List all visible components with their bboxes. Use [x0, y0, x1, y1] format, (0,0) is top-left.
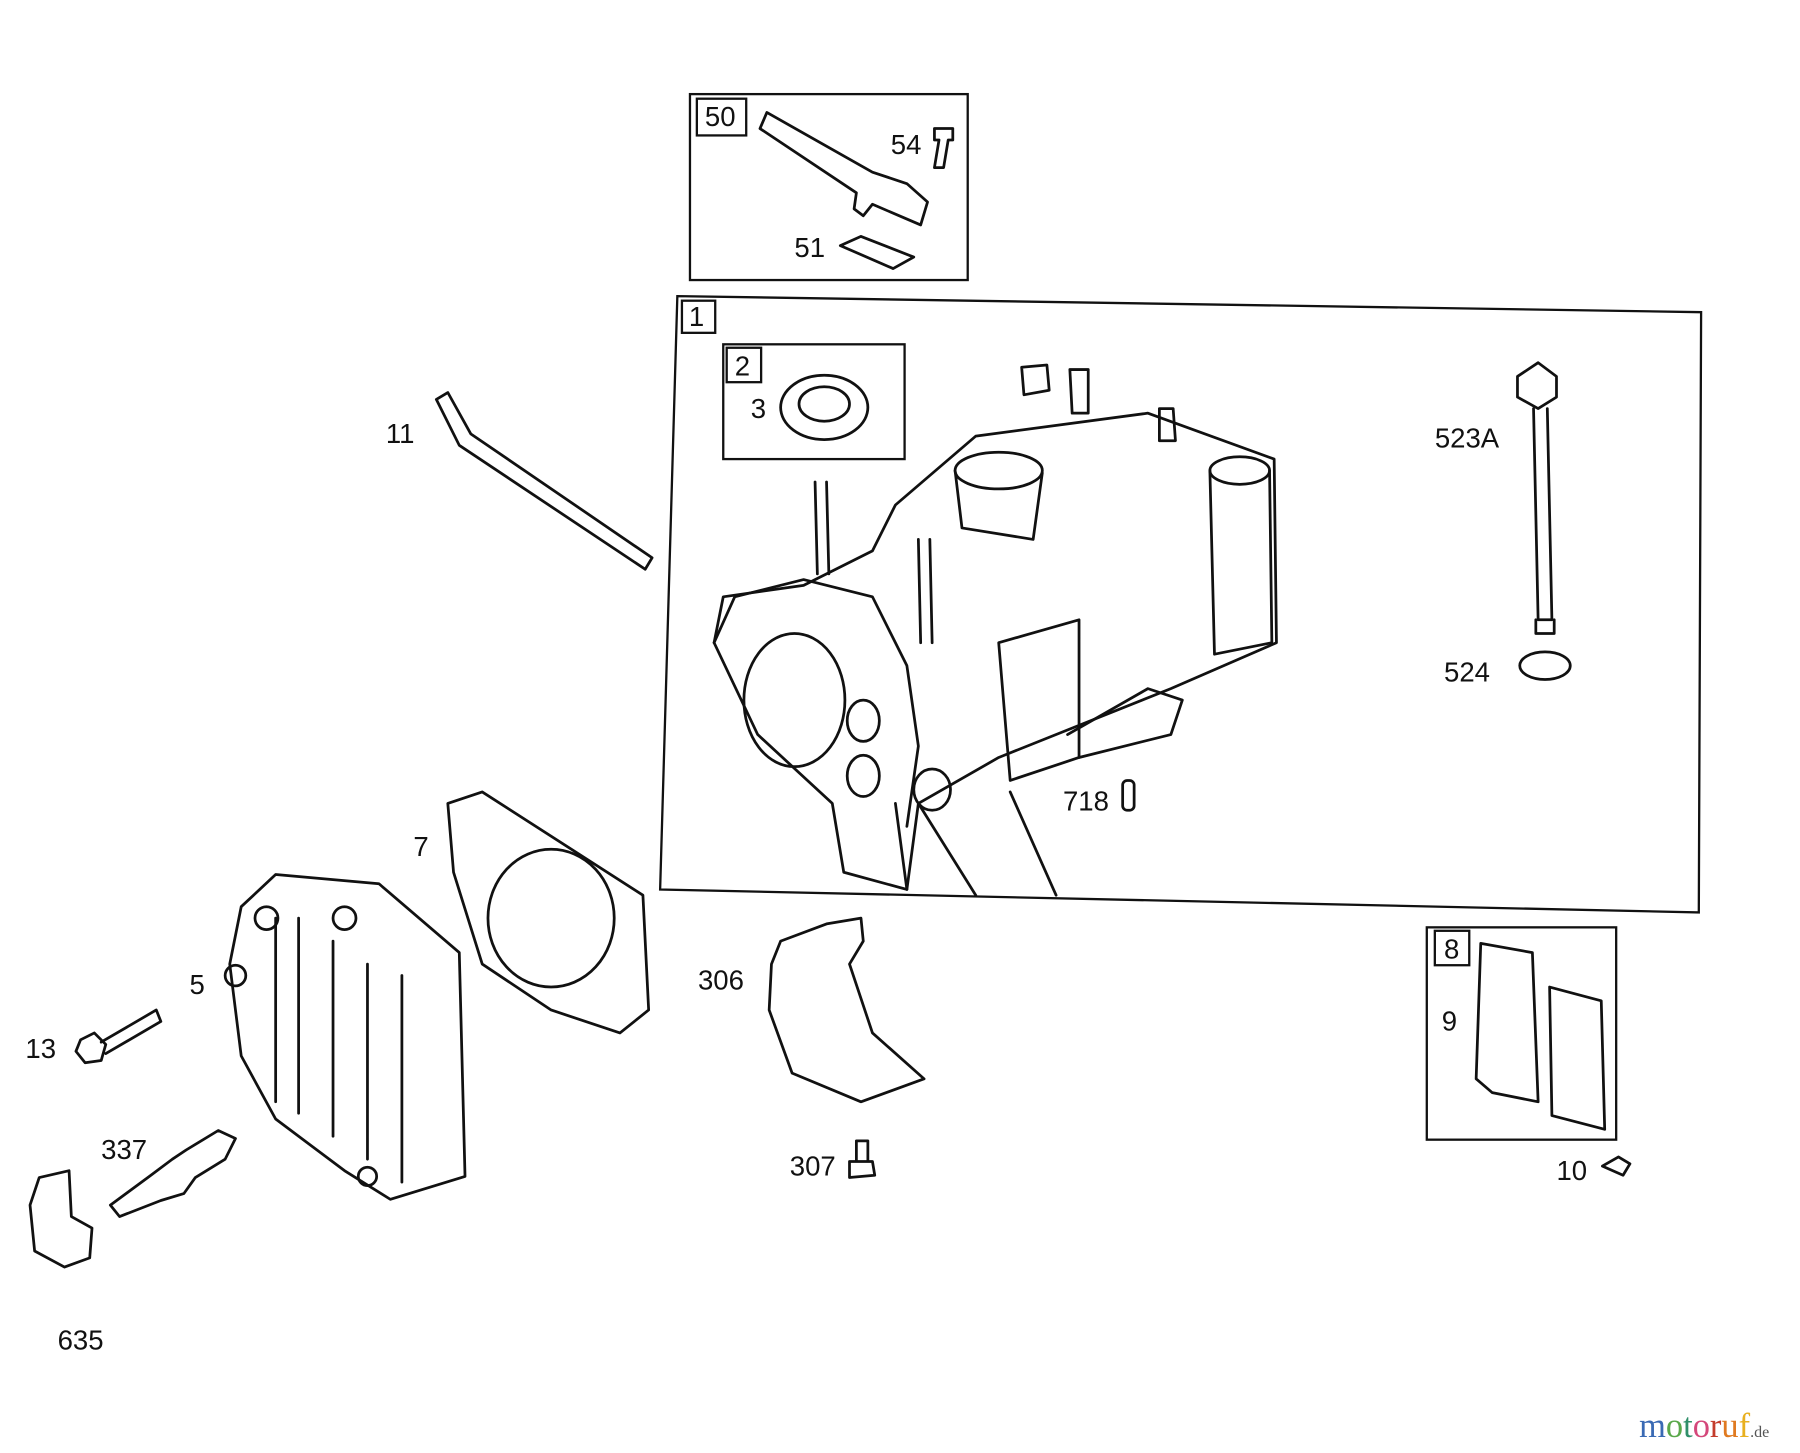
bolt-54	[933, 127, 955, 169]
label-11: 11	[386, 418, 415, 449]
label-307: 307	[790, 1150, 836, 1181]
label-8: 8	[1444, 933, 1459, 964]
label-7: 7	[413, 831, 428, 862]
dipstick-523a	[1516, 361, 1558, 635]
oil-seal-3	[779, 373, 870, 441]
cylinder-head-5	[223, 873, 467, 1201]
motoruf-logo: motoruf.de	[1639, 1407, 1769, 1445]
group-8: 8 9	[1425, 926, 1618, 1141]
pin-718	[1121, 779, 1136, 812]
gasket-9	[1474, 942, 1540, 1104]
breather-cover	[1548, 985, 1607, 1131]
label-5: 5	[190, 969, 205, 1000]
label-50: 50	[705, 101, 736, 132]
breather-tube	[758, 111, 929, 227]
o-ring-524	[1518, 650, 1572, 681]
label-9: 9	[1442, 1006, 1457, 1037]
cylinder-block	[712, 363, 1278, 897]
label-635: 635	[58, 1325, 104, 1356]
head-gasket-7	[446, 790, 651, 1035]
spark-plug-337	[108, 1129, 237, 1218]
label-1: 1	[689, 301, 704, 332]
label-51: 51	[794, 232, 825, 263]
screw-307	[848, 1139, 877, 1179]
label-718: 718	[1063, 785, 1109, 816]
label-524: 524	[1444, 657, 1490, 688]
gasket-51	[838, 235, 916, 270]
bolt-13	[74, 1008, 163, 1065]
label-54: 54	[891, 129, 922, 160]
tube-11	[434, 391, 654, 571]
shield-306	[767, 916, 926, 1104]
label-10: 10	[1556, 1155, 1587, 1186]
screw-10	[1601, 1155, 1632, 1177]
spark-plug-boot-635	[28, 1169, 94, 1269]
label-523a: 523A	[1435, 423, 1500, 454]
label-2: 2	[735, 350, 750, 381]
label-3: 3	[751, 393, 766, 424]
label-306: 306	[698, 964, 744, 995]
label-337: 337	[101, 1134, 147, 1165]
group-1: 1 2 3	[658, 294, 1703, 914]
label-13: 13	[25, 1033, 56, 1064]
group-50: 50 54 51	[688, 92, 969, 282]
svg-text:motoruf.de: motoruf.de	[1639, 1407, 1769, 1445]
